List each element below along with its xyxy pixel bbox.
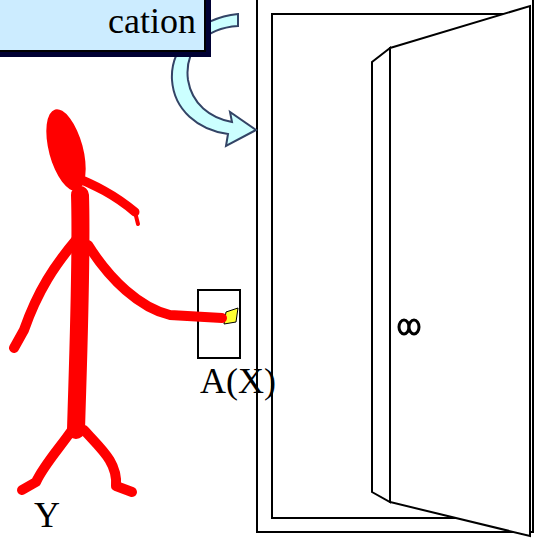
keypad (198, 290, 240, 358)
person-label: Y (34, 496, 60, 536)
keypad-label: A(X) (200, 362, 276, 402)
person-figure (14, 105, 222, 492)
title-box: cation (0, 0, 206, 52)
door-knob (409, 320, 419, 334)
door-edge (372, 48, 390, 502)
door-panel (390, 6, 530, 536)
title-text: cation (108, 2, 196, 42)
